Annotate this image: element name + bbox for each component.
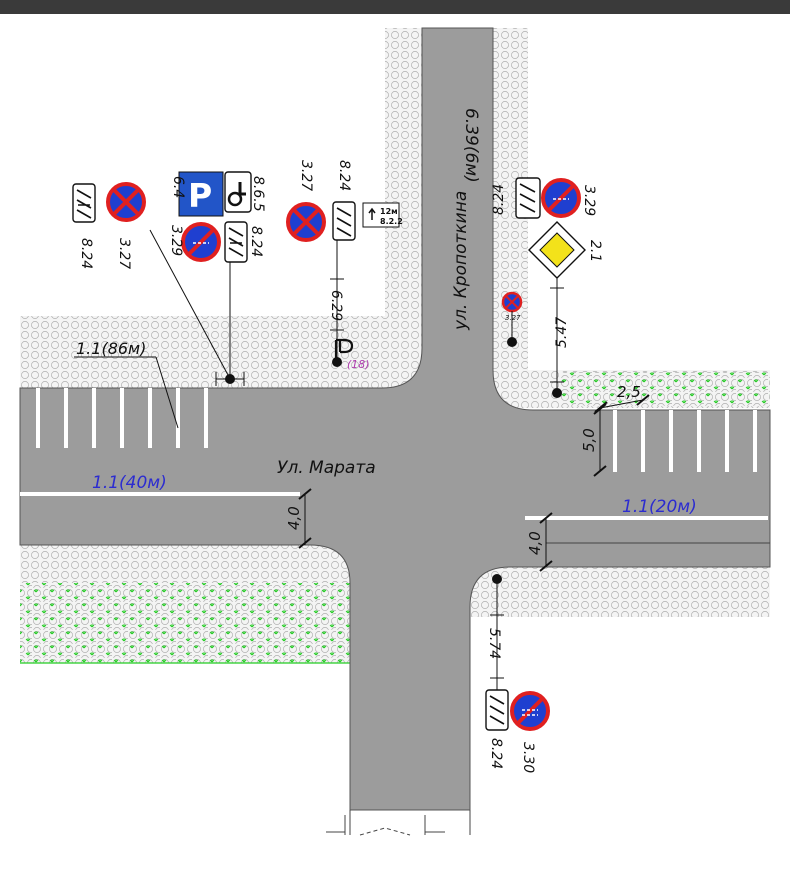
sign-label-3-30: 3.30 <box>520 742 536 773</box>
lane-markings <box>20 492 768 520</box>
wheelchair-icon <box>224 171 252 213</box>
sign-label-3-29-a: 3.29 <box>168 225 184 256</box>
street-label-vertical: ул. Кропоткина <box>451 191 471 331</box>
distance-plate-8-2-2 <box>362 202 400 228</box>
sign-group-parking: P 6.4 8.6.5 3.29 8.24 <box>168 171 266 386</box>
sign-group-left: 8.24 3.27 <box>72 182 229 376</box>
parking-sign <box>178 171 224 217</box>
window-top-bar <box>0 0 790 14</box>
marking-labels: 1.1(86м) 1.1(40м) 1.1(20м) <box>74 339 697 517</box>
sign-label-8-24-b: 8.24 <box>248 226 264 257</box>
sign-group-center: 3.27 8.24 6.29 (18) 12м 8.2.2 <box>286 160 403 371</box>
grass-areas <box>20 372 770 664</box>
marking-label-right-lane: 1.1(20м) <box>622 497 697 517</box>
parking-stalls-left <box>36 388 208 448</box>
sign-post-3 <box>552 388 562 398</box>
sign-label-8-6-5: 8.6.5 <box>250 176 266 212</box>
sign-label-3-27-small: 3.27 <box>505 314 521 322</box>
sign-label-3-27-b: 3.27 <box>298 160 314 191</box>
dim-lane-left: 4,0 <box>285 506 303 530</box>
tow-truck-icon <box>332 201 356 241</box>
sign-label-3-29-b: 3.29 <box>581 185 597 216</box>
marking-label-left-lane: 1.1(40м) <box>92 473 167 493</box>
plate-822-value: 12м <box>380 207 398 216</box>
sign-label-8-24-a: 8.24 <box>78 238 94 269</box>
sign-group-right: 8.24 3.29 2.1 5.47 3.27 <box>491 177 603 398</box>
dim-6-29: 6.29 <box>328 290 344 321</box>
road-edges <box>326 542 770 836</box>
sign-post-4 <box>507 337 517 347</box>
parking-sign-p-symbol <box>334 338 354 360</box>
top-road-label: 6.39(6м) <box>461 108 481 183</box>
dim-lane-right: 4,0 <box>526 531 544 555</box>
parking-stalls-right <box>613 410 757 472</box>
dimension-lines <box>298 394 650 572</box>
dim-parking-width: 5,0 <box>580 428 598 452</box>
marking-label-left-parking: 1.1(86м) <box>76 339 146 358</box>
street-label-horizontal: Ул. Марата <box>277 458 376 478</box>
sign-label-8-24-e: 8.24 <box>488 738 504 769</box>
dim-5-74: 5.74 <box>486 628 502 659</box>
sign-label-2-1: 2.1 <box>587 240 603 262</box>
sign-label-3-27-a: 3.27 <box>116 238 132 269</box>
sign-label-8-24-c: 8.24 <box>336 160 352 191</box>
dim-parking-spacing: 2,5 <box>617 383 641 401</box>
sign-label-8-24-d: 8.24 <box>491 184 507 215</box>
sign-group-bottom: 5.74 8.24 3.30 <box>485 574 550 773</box>
dim-5-47: 5.47 <box>554 317 570 348</box>
plate-822-code: 8.2.2 <box>380 217 403 226</box>
tow-truck-icon <box>72 183 96 223</box>
callout-18: (18) <box>347 358 370 371</box>
arrow-up-icon <box>368 207 376 220</box>
sign-label-6-4: 6.4 <box>170 176 186 198</box>
sign-post-2 <box>332 357 342 367</box>
parking-sign-letter: P <box>188 176 212 215</box>
